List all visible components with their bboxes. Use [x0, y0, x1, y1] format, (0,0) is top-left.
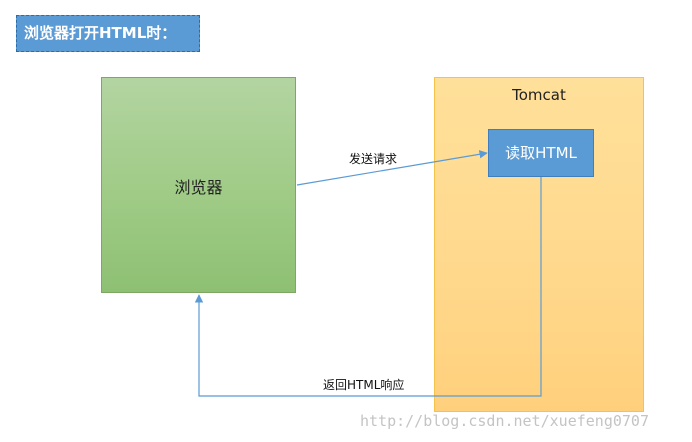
- browser-node: 浏览器: [101, 77, 296, 293]
- diagram-title: 浏览器打开HTML时：: [16, 15, 200, 52]
- watermark: http://blog.csdn.net/xuefeng0707: [360, 412, 649, 430]
- request-label: 发送请求: [349, 152, 398, 166]
- response-label: 返回HTML响应: [323, 378, 405, 392]
- browser-label: 浏览器: [174, 178, 223, 197]
- tomcat-label: Tomcat: [512, 86, 566, 104]
- response-arrow: [194, 177, 542, 397]
- request-arrow: [296, 150, 488, 186]
- read-html-node: 读取HTML: [488, 129, 594, 177]
